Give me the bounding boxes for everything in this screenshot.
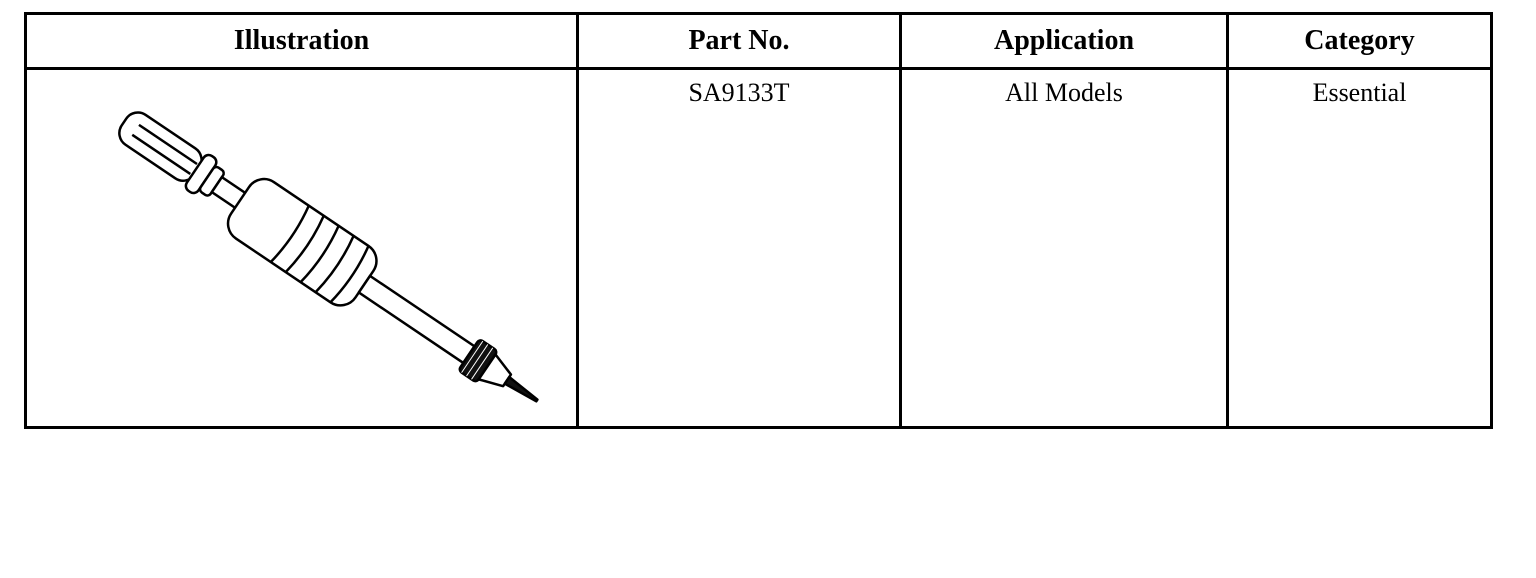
table-header: Illustration Part No. Application Catego…	[24, 12, 1493, 70]
application-cell: All Models	[899, 67, 1229, 429]
header-application: Application	[899, 12, 1229, 70]
category-cell: Essential	[1226, 67, 1493, 429]
table-row: SA9133T All Models Essential	[24, 67, 1493, 429]
special-tools-table: Illustration Part No. Application Catego…	[24, 12, 1493, 429]
application-value: All Models	[1005, 78, 1123, 107]
header-row: Illustration Part No. Application Catego…	[24, 12, 1493, 70]
header-category: Category	[1226, 12, 1493, 70]
illustration-cell	[24, 67, 579, 429]
header-illustration: Illustration	[24, 12, 579, 70]
category-value: Essential	[1312, 78, 1407, 107]
part-no-value: SA9133T	[688, 78, 790, 107]
header-part-no: Part No.	[576, 12, 902, 70]
part-no-cell: SA9133T	[576, 67, 902, 429]
pin-removal-tool-icon	[117, 111, 539, 403]
